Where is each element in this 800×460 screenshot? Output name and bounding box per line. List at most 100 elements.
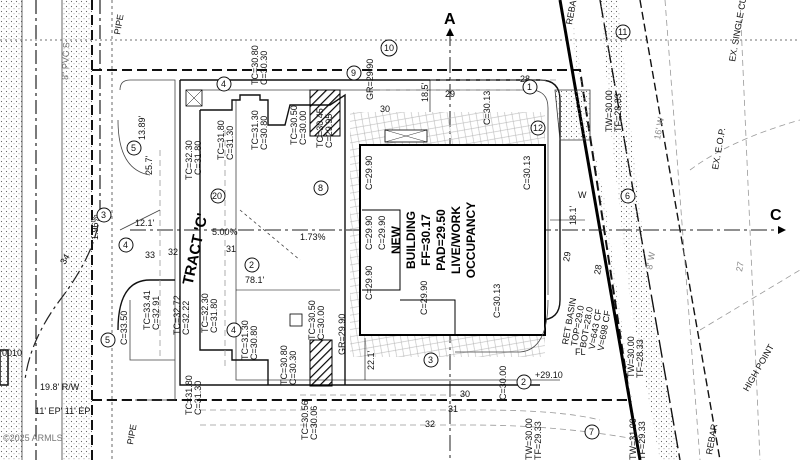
- fl-label: FL: [575, 347, 586, 357]
- spot-c3350: C=33.50: [119, 311, 129, 345]
- riprap-north: [554, 89, 591, 141]
- spot-c2995: C=29.95: [324, 114, 334, 148]
- svg-text:6: 6: [625, 191, 630, 201]
- svg-text:12: 12: [533, 123, 543, 133]
- svg-text:5: 5: [105, 335, 110, 345]
- entry-island: [129, 300, 175, 361]
- spot-c3080b: C=30.80: [249, 326, 259, 360]
- spot-c3291: C=32.91: [151, 296, 161, 330]
- row-label: 19.8' R/W: [40, 382, 80, 392]
- spot-tc3130b: TC=31.30: [240, 320, 250, 360]
- callout-6: 6: [620, 188, 636, 204]
- svg-text:4: 4: [231, 325, 236, 335]
- contour-label-29b: 29: [561, 251, 573, 263]
- svg-text:2: 2: [521, 377, 526, 387]
- svg-text:11: 11: [618, 27, 627, 37]
- building-label-line-3: PAD=29.50: [434, 209, 448, 271]
- building-notch-1: [362, 209, 401, 291]
- spot-c3222: C=32.22: [181, 301, 191, 335]
- contour-label-31b: 31: [448, 404, 458, 414]
- contour-label-30b: 30: [460, 389, 470, 399]
- tf-bottom-left: TF=29.33: [533, 421, 543, 460]
- spot-tc3045: TC=30.45: [315, 108, 325, 148]
- slope-5-00: 5.00%: [212, 227, 238, 237]
- svg-text:3: 3: [101, 210, 106, 220]
- hatched-block-south: [309, 339, 333, 387]
- dim-12-1: 12.1': [135, 218, 155, 228]
- tw-bottom: TW=30.00: [626, 336, 636, 378]
- tw-top: TW=30.00: [604, 90, 614, 132]
- spot-c2990e: C=29.90: [419, 281, 429, 315]
- svg-text:4: 4: [221, 79, 226, 89]
- contour-32-south: [200, 424, 641, 441]
- spot-c3013c: C=30.13: [492, 284, 502, 318]
- slope-arrow-left: [119, 209, 161, 231]
- tf-top: TF=28.33: [613, 93, 623, 132]
- svg-text:1: 1: [527, 82, 532, 92]
- callout-10: 10: [380, 39, 398, 57]
- catch-basin-south: [289, 313, 303, 327]
- callout-3: 3: [423, 352, 439, 368]
- slope-1-96: 1.96%: [90, 214, 100, 240]
- east-stipple-2: [600, 0, 680, 460]
- svg-text:3: 3: [428, 355, 433, 365]
- contour-label-27: 27: [734, 261, 746, 273]
- callout-8: 8: [313, 180, 329, 196]
- pipe-line-curve: [24, 0, 101, 381]
- svg-text:9: 9: [351, 68, 356, 78]
- tw-bottom-left: TW=30.00: [524, 418, 534, 460]
- dim-22-1: 22.1': [366, 350, 376, 370]
- basin-label-group: RET BASIN TOP=29.0 BOT=28.0 V=643 CF V=6…: [560, 297, 612, 352]
- tf-bottom-right: TF=29.33: [637, 421, 647, 460]
- building-footprint: [359, 144, 546, 336]
- spot-tc3272: TC=32.72: [172, 295, 182, 335]
- left-stipple-strip: [0, 0, 22, 460]
- spot-c3000b: C=30.00: [316, 306, 326, 340]
- spot-c3180b: C=31.80: [209, 299, 219, 333]
- contour-label-33: 33: [145, 250, 155, 260]
- spot-c3080a: C=30.80: [259, 116, 269, 150]
- contour-label-32: 32: [168, 247, 178, 257]
- dim-25-7: 25.7': [144, 155, 154, 175]
- catch-basin-north: [185, 89, 203, 107]
- contour-label-32b: 32: [425, 419, 435, 429]
- contour-label-28: 28: [520, 74, 530, 84]
- spot-tc3230: TC=32.30: [184, 140, 194, 180]
- west-parking-edge: [119, 79, 176, 401]
- contour-label-30: 30: [380, 104, 390, 114]
- callout-11: 11: [615, 24, 631, 40]
- section-marker-a: A: [444, 11, 456, 28]
- contour-east-3: [689, 119, 800, 171]
- section-arrow-c: [778, 226, 786, 234]
- svg-text:2: 2: [249, 260, 254, 270]
- west-south-curb: [179, 80, 540, 386]
- contour-label-29: 29: [445, 89, 455, 99]
- svg-text:7: 7: [589, 427, 594, 437]
- callout-9: 9: [346, 65, 362, 81]
- section-arrow-a: [446, 28, 454, 36]
- section-marker-c: C: [770, 207, 782, 224]
- contour-east-2: [739, 0, 761, 460]
- spot-tc3180: TC=31.80: [216, 120, 226, 160]
- callout-4a: 4: [216, 76, 232, 92]
- spot-c3030b: C=30.30: [288, 351, 298, 385]
- dim-18-5: 18.5': [420, 82, 430, 102]
- contour-label-28b: 28: [592, 264, 604, 276]
- callout-3b: 3: [96, 207, 112, 223]
- building-notch-2: [400, 299, 456, 335]
- dim-78-1: 78.1': [245, 275, 265, 285]
- pipe-bottom-label: PIPE: [125, 423, 138, 445]
- contour-label-w: W: [578, 190, 587, 200]
- spot-c3013b: C=30.13: [522, 156, 532, 190]
- spot-tc3050b: TC=30.50: [307, 300, 317, 340]
- spot-c3130: C=31.30: [225, 126, 235, 160]
- spot-gr2990b: GR=29.90: [337, 314, 347, 355]
- contour-east-4: [699, 269, 800, 331]
- spot-c2990d: C=29.90: [364, 266, 374, 300]
- left-corner-box: [0, 349, 9, 386]
- entry-curb-south: [117, 279, 175, 331]
- drive-aisle-outer-curb: [180, 79, 561, 321]
- callout-4c: 4: [226, 322, 242, 338]
- callout-4b: 4: [118, 237, 134, 253]
